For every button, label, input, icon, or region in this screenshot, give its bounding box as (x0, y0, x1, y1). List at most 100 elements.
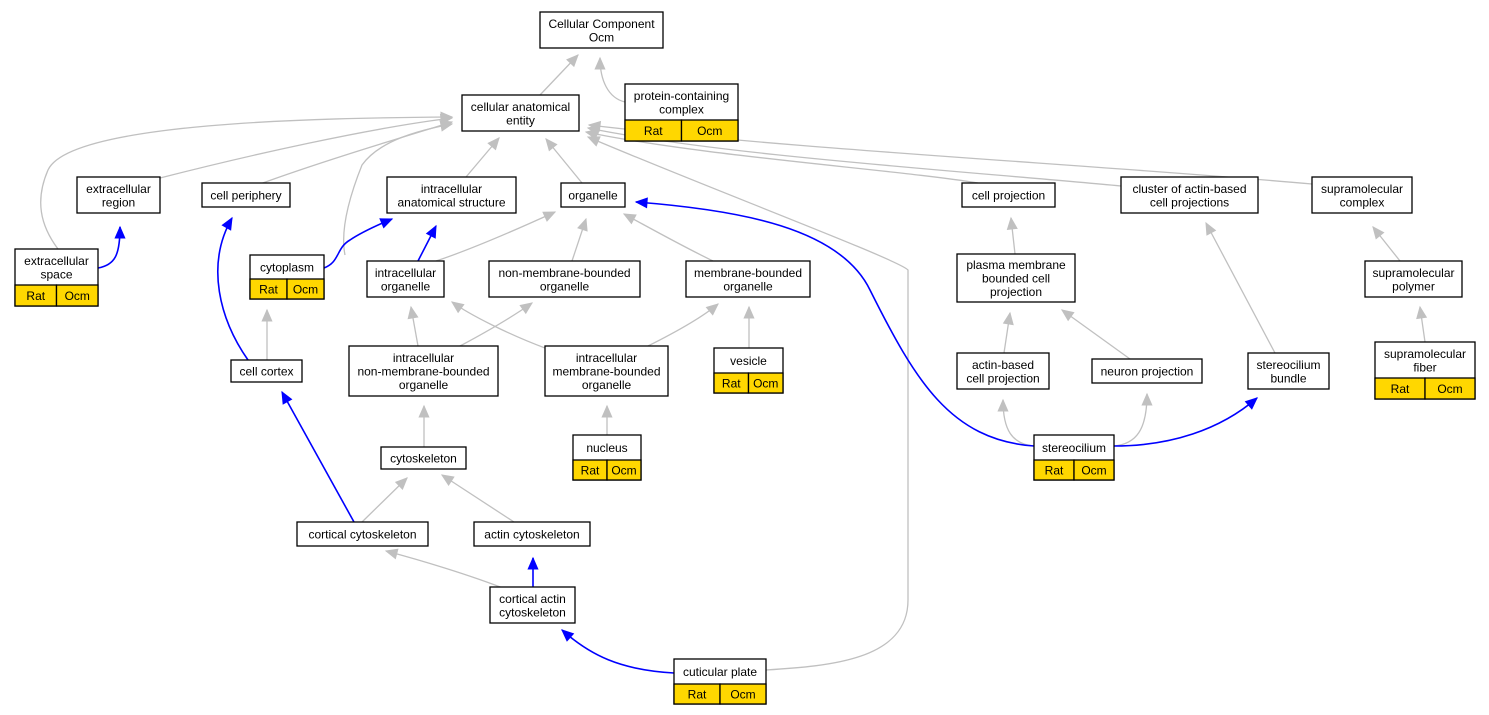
node-box (544, 345, 669, 397)
arrowhead-icon (587, 120, 602, 132)
annotation-badge[interactable] (1073, 459, 1115, 481)
node-label: intracellular (393, 351, 454, 365)
arrowhead-icon (601, 404, 613, 418)
edge-cortical_actin_cytoskeleton-to-actin_cytoskeleton (527, 556, 539, 587)
node-box (1247, 352, 1330, 390)
annotation-badge-label: Rat (1391, 382, 1410, 396)
arrowhead-icon (1416, 305, 1428, 320)
node-cell_cortex[interactable]: cell cortex (230, 359, 303, 383)
edge-line (1113, 393, 1148, 447)
edge-cytoskeleton-to-intracellular_non_membrane_bounded_organelle (418, 404, 430, 447)
node-label: intracellular (576, 351, 637, 365)
edge-nucleus-to-intracellular_membrane_bounded_organelle (601, 404, 613, 435)
arrowhead-icon (622, 213, 637, 225)
annotation-badge[interactable] (1424, 377, 1476, 400)
edge-intracellular_non_membrane_bounded_organelle-to-intracellular_organelle (407, 305, 419, 347)
edge-line (217, 217, 249, 361)
node-cortical_cytoskeleton[interactable]: cortical cytoskeleton (296, 521, 429, 547)
arrowhead-icon (379, 218, 394, 229)
node-box (560, 182, 626, 208)
annotation-badge-label: Rat (722, 377, 741, 391)
node-box (1120, 176, 1259, 214)
edge-line (1113, 397, 1258, 447)
edge-intracellular_anatomical_structure-to-cellular_anatomical_entity (465, 137, 500, 178)
node-cell_periphery[interactable]: cell periphery (201, 182, 291, 208)
arrowhead-icon (545, 138, 558, 152)
arrowhead-icon (1002, 311, 1014, 326)
node-label: cell projections (1150, 195, 1229, 209)
annotation-badge[interactable] (55, 284, 99, 307)
annotation-badge[interactable] (286, 278, 325, 300)
edges-layer (40, 54, 1428, 674)
node-label: supramolecular (1372, 266, 1454, 280)
node-box (386, 176, 517, 214)
node-box (539, 11, 664, 49)
annotation-badge-label: Ocm (65, 289, 90, 303)
arrowhead-icon (418, 404, 430, 418)
edge-intracellular_organelle-to-organelle (432, 211, 557, 263)
node-label: extracellular (86, 182, 151, 196)
node-label: organelle (723, 279, 773, 293)
node-box (488, 260, 641, 298)
edge-extracellular_space-to-extracellular_region (97, 225, 126, 269)
node-actin_cytoskeleton[interactable]: actin cytoskeleton (473, 521, 591, 547)
annotation-badge[interactable] (606, 459, 642, 481)
node-organelle[interactable]: organelle (560, 182, 626, 208)
arrowhead-icon (384, 548, 399, 560)
arrowhead-icon (1006, 216, 1018, 231)
annotation-badge[interactable] (680, 119, 739, 142)
node-neuron_projection[interactable]: neuron projection (1091, 358, 1203, 384)
arrowhead-icon (1372, 226, 1385, 240)
annotation-badge[interactable] (747, 372, 784, 394)
annotation-badge-label: Rat (644, 124, 663, 138)
annotation-badge-label: Ocm (293, 283, 318, 297)
edge-line (561, 629, 675, 674)
edge-extracellular_space-to-cellular_anatomical_entity (40, 111, 454, 250)
edge-line (97, 226, 121, 269)
node-box (956, 352, 1050, 390)
arrowhead-icon (997, 398, 1009, 412)
edge-line (459, 302, 533, 347)
annotation-badge[interactable] (719, 683, 767, 705)
node-label: region (102, 195, 135, 209)
node-label: complex (659, 102, 704, 116)
node-label: anatomical structure (397, 195, 505, 209)
annotation-badge-label: Ocm (753, 377, 778, 391)
node-label: stereocilium (1042, 441, 1106, 455)
node-cell_projection[interactable]: cell projection (961, 182, 1056, 208)
edge-cortical_cytoskeleton-to-cytoskeleton (361, 477, 408, 523)
annotation-badge-label: Ocm (611, 464, 636, 478)
edge-cytoplasm-to-intracellular_anatomical_structure (323, 218, 394, 269)
node-label: organelle (399, 378, 449, 392)
arrowhead-icon (261, 308, 273, 322)
node-intracellular_non_membrane_bounded_organelle[interactable]: intracellularnon-membrane-boundedorganel… (348, 345, 499, 397)
edge-stereocilium_bundle-to-cluster_of_actin_based_cell_projections (1205, 221, 1276, 354)
node-label: cell projection (966, 371, 1039, 385)
node-cytoskeleton[interactable]: cytoskeleton (380, 446, 467, 470)
node-box (1364, 260, 1463, 298)
node-label: cluster of actin-based (1132, 182, 1246, 196)
